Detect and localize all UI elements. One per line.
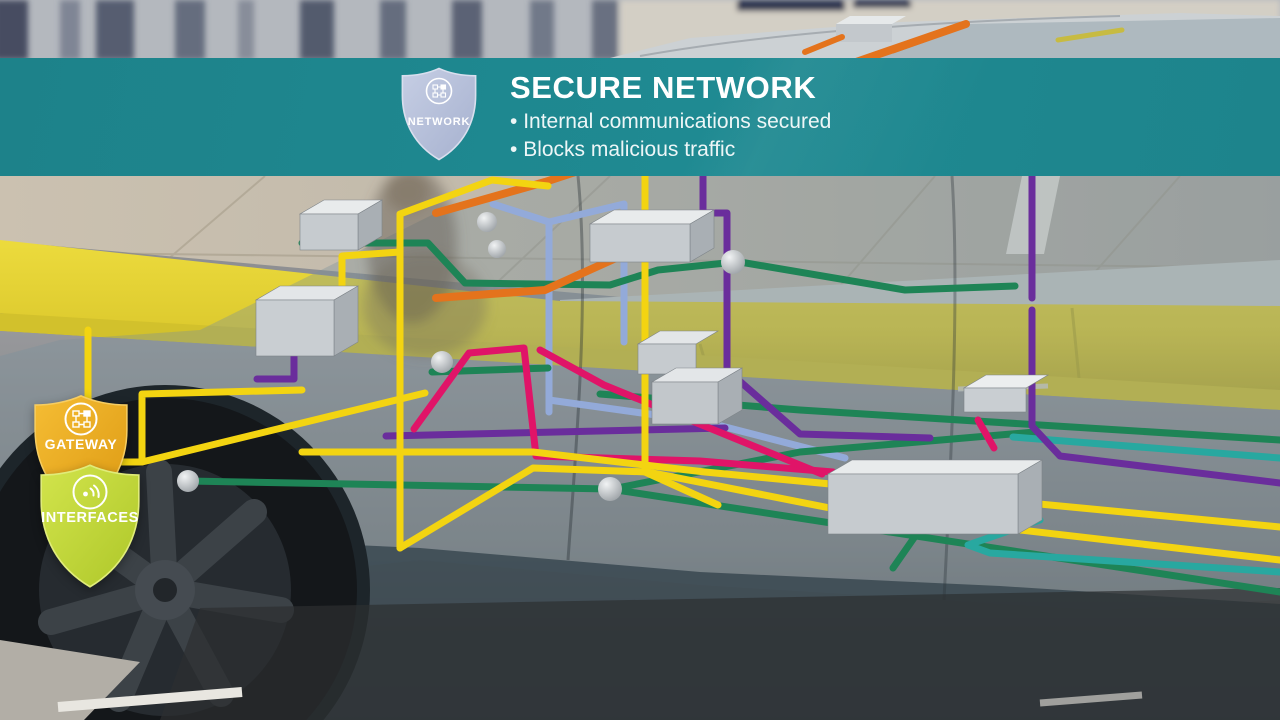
ecu-box bbox=[588, 209, 716, 263]
interfaces-shield-label: INTERFACES bbox=[41, 510, 139, 526]
car-roof bbox=[610, 13, 1280, 58]
wire-magenta bbox=[410, 344, 998, 478]
gateway-nodes-icon bbox=[64, 402, 98, 436]
ecu-boxes bbox=[254, 199, 1050, 535]
roof-antenna-module bbox=[836, 16, 906, 42]
network-shield-label: NETWORK bbox=[407, 116, 471, 128]
network-shield-badge: NETWORK bbox=[394, 66, 484, 162]
central-gateway-box bbox=[826, 459, 1044, 535]
network-nodes-icon bbox=[425, 77, 453, 105]
gateway-shield-label: GATEWAY bbox=[44, 436, 118, 452]
shield-icon bbox=[401, 67, 477, 161]
ecu-box bbox=[254, 285, 360, 357]
ecu-box bbox=[636, 330, 744, 425]
banner-bullet-list: Internal communications secured Blocks m… bbox=[510, 108, 831, 164]
shield-icon bbox=[40, 464, 140, 588]
wireless-signal-icon bbox=[72, 474, 108, 510]
banner-bullet: Blocks malicious traffic bbox=[510, 136, 831, 164]
door-seam bbox=[566, 175, 584, 561]
info-banner: SECURE NETWORK Internal communications s… bbox=[0, 58, 1280, 176]
ecu-box bbox=[962, 374, 1050, 413]
car-shadow bbox=[160, 588, 1280, 720]
ecu-box bbox=[298, 199, 384, 251]
banner-bullet: Internal communications secured bbox=[510, 108, 831, 136]
interfaces-shield-badge: INTERFACES bbox=[26, 462, 154, 590]
background-building bbox=[0, 0, 1280, 60]
connector-spheres bbox=[177, 212, 745, 501]
corner-pavement bbox=[0, 640, 140, 720]
banner-title: SECURE NETWORK bbox=[510, 70, 817, 105]
road-marking bbox=[57, 687, 243, 712]
